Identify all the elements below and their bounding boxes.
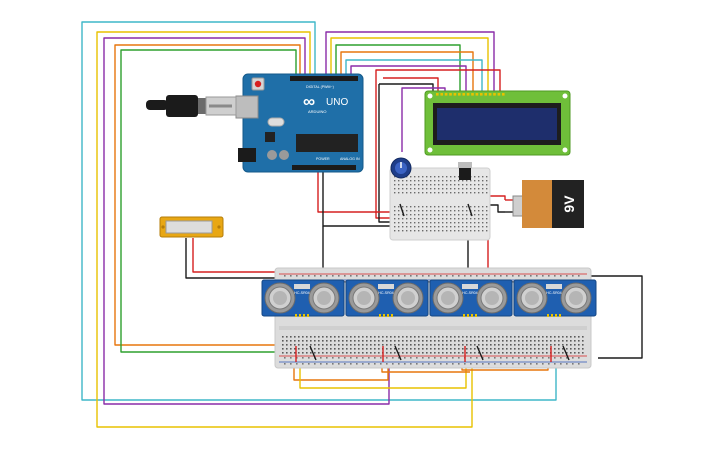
- arduino-model-label: UNO: [326, 97, 348, 108]
- wire-lcd-yellow[interactable]: [330, 37, 489, 94]
- wire-sensor-red[interactable]: [192, 238, 278, 273]
- wire-power-red[interactable]: [317, 172, 402, 213]
- ultrasonic-sensor[interactable]: HC-SR04: [513, 279, 597, 317]
- sensor-label: HC-SR04: [378, 291, 393, 295]
- arduino-analog-label: ANALOG IN: [340, 157, 360, 161]
- wire-lcd-orange[interactable]: [340, 51, 474, 94]
- potentiometer[interactable]: [390, 157, 412, 179]
- small-breadboard[interactable]: [389, 167, 491, 241]
- small-breadboard-holes: [394, 176, 488, 232]
- sensor-label: HC-SR04: [546, 291, 561, 295]
- wire-lcd-purple[interactable]: [325, 31, 495, 94]
- arduino-power-label: POWER: [316, 157, 330, 161]
- lcd-pin-header: [436, 93, 505, 96]
- arduino-sub-label: ARDUINO: [308, 109, 326, 114]
- jumper-layer: [295, 203, 570, 362]
- ultrasonic-sensor[interactable]: HC-SR04: [345, 279, 429, 317]
- sensor-label: HC-SR04: [462, 291, 477, 295]
- arduino-logo-icon: ∞: [303, 92, 315, 111]
- ultrasonic-sensor-row: HC-SR04 HC-SR04 HC-SR04 HC-SR04: [261, 279, 597, 317]
- wire-sensor-black[interactable]: [185, 238, 278, 279]
- wire-yellow-outer[interactable]: [96, 31, 473, 428]
- sensor-label: HC-SR04: [294, 291, 309, 295]
- usb-cable[interactable]: [146, 95, 237, 117]
- battery-label: 9V: [561, 195, 577, 213]
- wire-pot-red[interactable]: [375, 110, 396, 219]
- wire-lcd-cyan[interactable]: [345, 59, 483, 94]
- ultrasonic-sensor[interactable]: HC-SR04: [429, 279, 513, 317]
- temperature-sensor-module[interactable]: [159, 216, 224, 238]
- battery-9v[interactable]: 9V: [512, 180, 584, 228]
- arduino-uno[interactable]: ∞ UNO ARDUINO DIGITAL (PWM~) POWER ANALO…: [235, 73, 364, 173]
- voltage-regulator[interactable]: [458, 162, 472, 180]
- ultrasonic-sensor[interactable]: HC-SR04: [261, 279, 345, 317]
- lcd-display[interactable]: [424, 90, 571, 156]
- wire-cyan-outer[interactable]: [81, 21, 557, 401]
- wire-green-outer[interactable]: [120, 49, 302, 353]
- wire-purple-outer[interactable]: [103, 37, 390, 405]
- wire-lcd-red[interactable]: [375, 69, 501, 110]
- wire-right-black[interactable]: [590, 275, 643, 359]
- arduino-digital-label: DIGITAL (PWM~): [306, 85, 334, 89]
- wire-lcd-purple-2[interactable]: [350, 65, 467, 94]
- wire-orange-outer[interactable]: [114, 44, 301, 346]
